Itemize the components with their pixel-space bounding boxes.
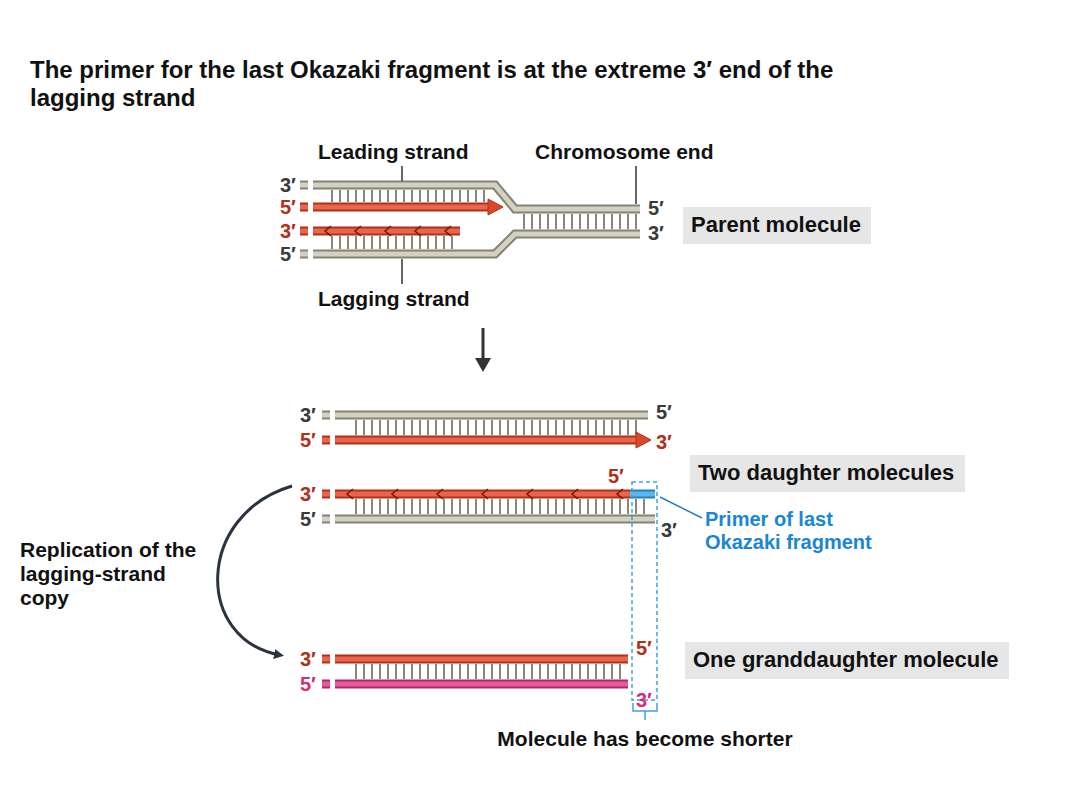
annotation: Lagging strand <box>318 287 470 311</box>
strand-end-label: 5′ <box>300 674 316 694</box>
stage-label: Two daughter molecules <box>698 460 954 485</box>
stage-label-box: One granddaughter molecule <box>685 642 1009 679</box>
chevron <box>527 489 533 499</box>
chevron <box>392 489 398 499</box>
down-arrow <box>482 328 485 360</box>
base-pairs <box>350 664 625 679</box>
down-arrow <box>475 358 491 372</box>
parent-strand <box>322 411 648 420</box>
strand-end-label: 3′ <box>656 432 672 452</box>
chevron <box>415 226 421 236</box>
break-gap <box>330 408 335 528</box>
strand-end-label: 3′ <box>661 520 677 540</box>
primer <box>630 492 655 497</box>
strand-end-label: 3′ <box>300 649 316 669</box>
annotation: Chromosome end <box>535 140 714 164</box>
stage-label: Parent molecule <box>691 212 861 237</box>
chevron <box>325 226 331 236</box>
chevron <box>385 226 391 236</box>
arrowhead <box>488 199 503 215</box>
parent-strand <box>300 185 640 209</box>
title: The primer for the last Okazaki fragment… <box>30 56 850 111</box>
parent-strand <box>300 185 640 209</box>
stage-label: One granddaughter molecule <box>693 647 999 672</box>
chevron <box>347 489 353 499</box>
annotation: Replication of the lagging-strand copy <box>20 538 200 610</box>
chevron <box>355 226 361 236</box>
leader-line <box>635 166 637 204</box>
primer <box>630 490 655 499</box>
arrowhead <box>636 432 651 448</box>
annotation: Molecule has become shorter <box>497 727 792 751</box>
annotation: Leading strand <box>318 140 469 164</box>
base-pairs <box>350 420 640 435</box>
template-strand <box>322 657 628 662</box>
leading-copy <box>322 436 638 445</box>
base-pairs <box>330 236 455 249</box>
leader-line <box>660 497 702 518</box>
strand-end-label: 3′ <box>636 690 652 710</box>
strand-end-label: 5′ <box>280 197 296 217</box>
strand-end-label: 3′ <box>280 175 296 195</box>
parent-strand <box>322 517 655 522</box>
strand-end-label: 3′ <box>648 223 664 243</box>
base-pairs <box>350 499 650 514</box>
stage-label-box: Parent molecule <box>683 207 871 244</box>
strand-end-label: 3′ <box>300 484 316 504</box>
strand-end-label: 5′ <box>656 402 672 422</box>
base-pairs <box>330 190 485 202</box>
strand-end-label: 5′ <box>636 638 652 658</box>
leading-copy <box>322 438 638 443</box>
parent-strand <box>322 515 655 524</box>
chevron <box>617 489 623 499</box>
strand-end-label: 3′ <box>280 221 296 241</box>
chevron <box>572 489 578 499</box>
strand-end-label: 5′ <box>300 509 316 529</box>
new-strand <box>322 680 628 689</box>
stage-label-box: Two daughter molecules <box>690 455 965 492</box>
leader-line <box>401 166 403 181</box>
curved-arrow <box>218 486 292 655</box>
break-gap <box>308 178 313 262</box>
chevron <box>437 489 443 499</box>
lagging-copy <box>322 492 630 497</box>
strand-end-label: 5′ <box>648 198 664 218</box>
strand-end-label: 3′ <box>300 405 316 425</box>
break-gap <box>330 652 335 692</box>
leading-strand <box>300 203 490 212</box>
parent-strand <box>300 234 640 254</box>
strand-end-label: 5′ <box>280 244 296 264</box>
parent-strand <box>300 234 640 254</box>
strand-end-label: 5′ <box>608 466 624 486</box>
template-strand <box>322 655 628 664</box>
leading-strand <box>300 205 490 210</box>
leader-line <box>401 259 403 284</box>
lagging-copy <box>322 490 630 499</box>
strand-end-label: 5′ <box>300 430 316 450</box>
base-pairs <box>520 214 638 229</box>
dashed-box <box>632 482 657 700</box>
annotation: Primer of last Okazaki fragment <box>705 508 905 554</box>
new-strand <box>322 682 628 687</box>
parent-strand <box>322 413 648 418</box>
lagging-strand <box>300 227 460 236</box>
chevron <box>482 489 488 499</box>
chevron <box>445 226 451 236</box>
